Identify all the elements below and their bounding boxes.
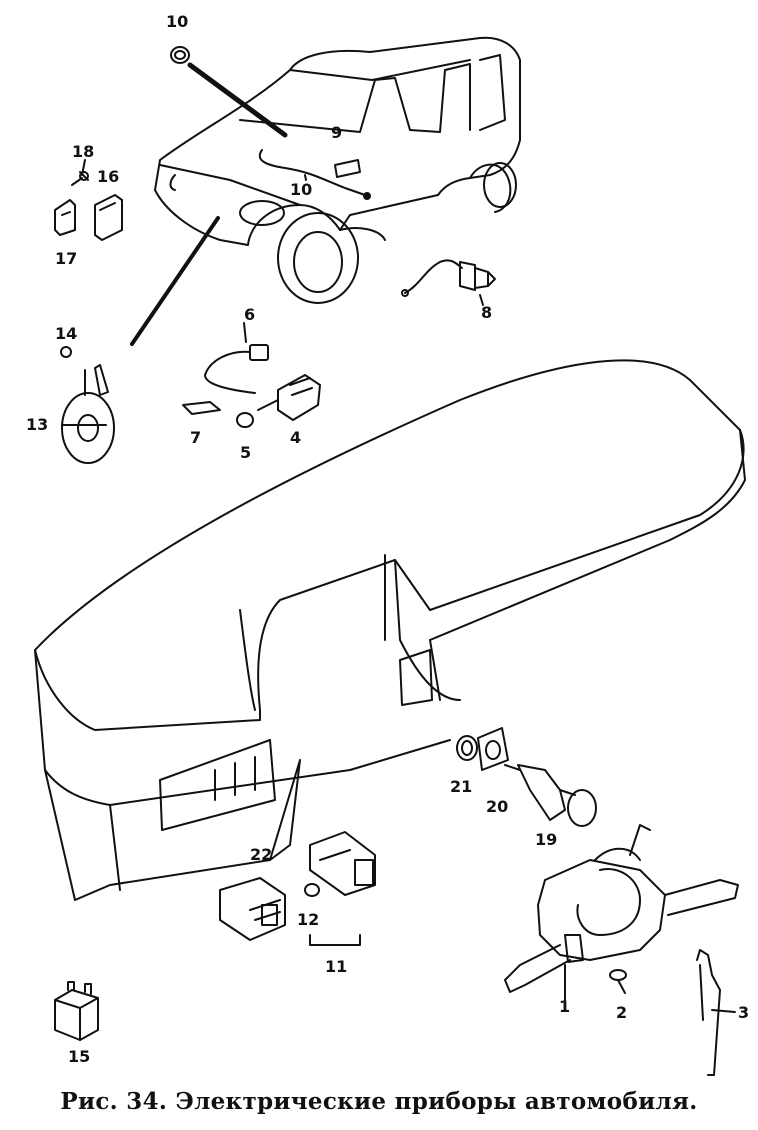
label-13: 13 [26, 415, 48, 434]
label-1: 1 [559, 997, 570, 1016]
label-22: 22 [250, 845, 272, 864]
label-19: 19 [535, 830, 557, 849]
label-4: 4 [290, 428, 301, 447]
figure-caption: Рис. 34. Электрические приборы автомобил… [60, 1088, 698, 1115]
part-19-cigar-lighter [504, 764, 597, 827]
part-21-ring [456, 735, 478, 761]
part-11-switch [309, 831, 376, 896]
label-20: 20 [486, 797, 508, 816]
label-5: 5 [240, 443, 251, 462]
label-17: 17 [55, 249, 77, 268]
part-4-connector [257, 374, 321, 421]
part-2-screw [609, 969, 627, 994]
part-14-bolt [60, 346, 72, 358]
label-6: 6 [244, 305, 255, 324]
label-11: 11 [325, 957, 347, 976]
part-15-relay [54, 981, 99, 1041]
label-9: 9 [331, 123, 342, 142]
part-16-relay [94, 194, 123, 241]
part-9-plate [334, 159, 361, 178]
part-20-gasket [477, 727, 509, 771]
label-8: 8 [481, 303, 492, 322]
label-14: 14 [55, 324, 77, 343]
label-2: 2 [616, 1003, 627, 1022]
label-15: 15 [68, 1047, 90, 1066]
part-10-wire [258, 149, 366, 196]
label-16: 16 [97, 167, 119, 186]
label-21: 21 [450, 777, 472, 796]
car-body [154, 36, 521, 304]
part-5-cap [236, 412, 254, 428]
label-10-wire: 10 [290, 180, 312, 199]
label-7: 7 [190, 428, 201, 447]
part-10-grommet [170, 46, 190, 64]
part-6-switch [204, 344, 269, 394]
part-3-wire-lead [696, 949, 721, 1076]
part-1-combination-switch [504, 824, 739, 993]
label-18: 18 [72, 142, 94, 161]
part-12-bulb [304, 883, 320, 897]
part-22-switch [219, 877, 286, 941]
part-7-clip [182, 401, 221, 415]
dashboard [34, 359, 746, 901]
part-17-bracket [54, 199, 76, 236]
part-13-horn [61, 364, 115, 464]
label-10-top: 10 [166, 12, 188, 31]
label-3: 3 [738, 1003, 749, 1022]
part-8-sensor [401, 259, 496, 297]
label-12: 12 [297, 910, 319, 929]
